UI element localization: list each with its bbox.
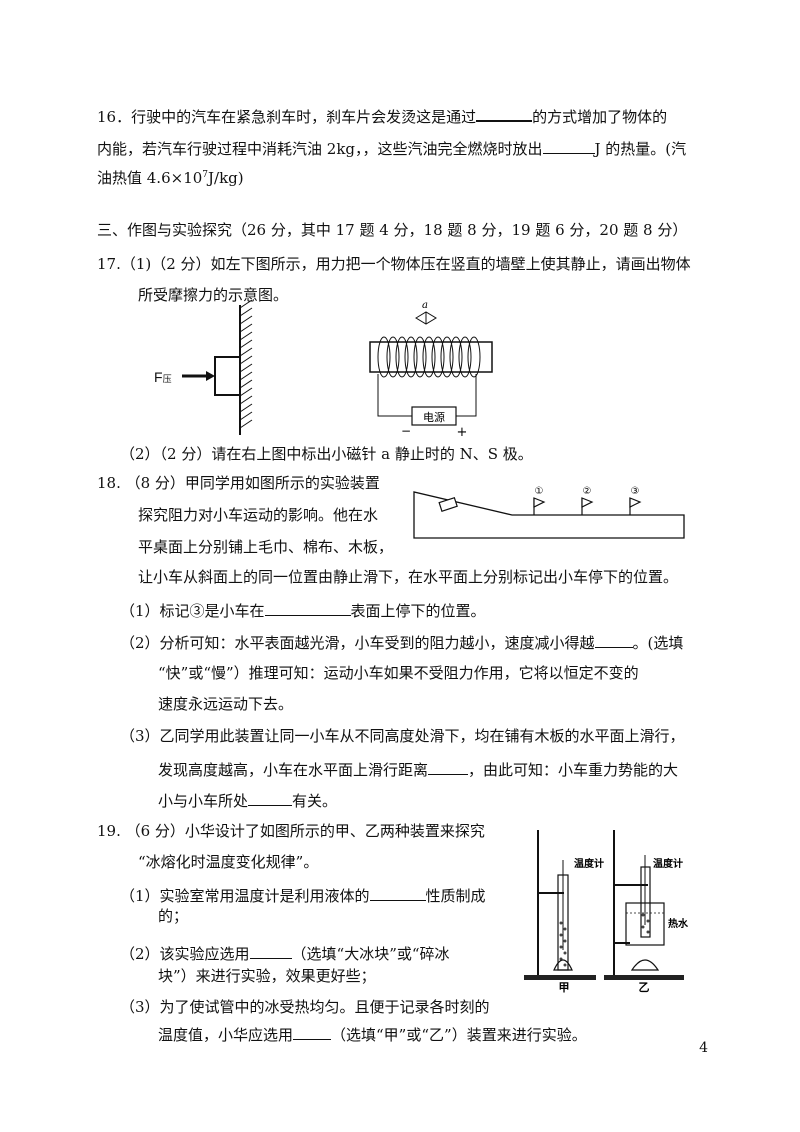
- q18-line2: 探究阻力对小车运动的影响。他在水: [138, 506, 379, 524]
- flag-label-3: ③: [631, 486, 640, 497]
- section-3-heading: 三、作图与实验探究（26 分，其中 17 题 4 分，18 题 8 分，19 题…: [97, 221, 688, 239]
- power-source-label: 电源: [423, 410, 445, 424]
- q19-part2-cont: 块”）来进行实验，效果更好些；: [158, 967, 376, 985]
- flag-label-2: ②: [583, 486, 592, 497]
- q17-line2: 所受摩擦力的示意图。: [138, 286, 289, 304]
- q18-line1: 18. （8 分）甲同学用如图所示的实验装置: [97, 474, 380, 492]
- solenoid-figure: a 电源 − +: [369, 300, 493, 438]
- q16-blank-2[interactable]: [542, 137, 595, 154]
- q18-blank-4[interactable]: [248, 789, 293, 806]
- minus-sign: −: [401, 424, 411, 438]
- flame-icon-a: [553, 959, 573, 971]
- force-label: F压: [154, 369, 172, 385]
- q18-blank-3[interactable]: [428, 758, 469, 775]
- q18-part2-cont2: 速度永远运动下去。: [158, 695, 294, 713]
- thermometer-label-b: 温度计: [653, 857, 683, 870]
- page-number: 4: [699, 1040, 708, 1056]
- q18-part2-cont: “快”或“慢”）推理可知：运动小车如果不受阻力作用，它将以恒定不变的: [158, 664, 639, 682]
- compass-needle-icon[interactable]: [415, 311, 437, 325]
- hot-water-label: 热水: [668, 917, 689, 930]
- ice-melting-apparatus-figure: 温度计 甲 温度计 热水 乙: [524, 830, 689, 994]
- cart: [438, 496, 458, 512]
- q16-text: 的方式增加了物体的: [532, 108, 668, 126]
- q16-text: 内能，若汽车行驶过程中消耗汽油 2kg，，这些汽油完全燃烧时放出: [97, 140, 543, 158]
- flame-icon-b: [630, 959, 660, 971]
- q16-text: J 的热量。(汽: [594, 140, 687, 158]
- ramp-figure: ① ② ③: [413, 486, 685, 539]
- q16-line2: 内能，若汽车行驶过程中消耗汽油 2kg，，这些汽油完全燃烧时放出 J 的热量。(汽: [97, 137, 686, 159]
- q17-line3: （2）（2 分）请在右上图中标出小磁针 a 静止时的 N、S 极。: [120, 445, 533, 463]
- q19-blank-3[interactable]: [293, 1023, 332, 1040]
- magnet-label: a: [422, 300, 428, 311]
- plus-sign: +: [457, 425, 468, 438]
- q19-blank-2[interactable]: [249, 942, 292, 959]
- q19-part3: （3）为了使试管中的冰受热均匀。且便于记录各时刻的: [120, 998, 490, 1016]
- thermometer-label-a: 温度计: [574, 857, 604, 870]
- q18-part1: （1）标记③是小车在表面上停下的位置。: [120, 599, 486, 621]
- block: [214, 356, 241, 396]
- q19-part1-cont: 的；: [158, 907, 189, 925]
- q16-line1: 16．行驶中的汽车在紧急刹车时，刹车片会发烫这是通过 的方式增加了物体的: [97, 104, 667, 127]
- label-jia: 甲: [559, 981, 570, 994]
- solenoid-core: [369, 341, 493, 373]
- q16-exponent: 7: [202, 170, 209, 180]
- q16-text: 油热值 4.6×10: [97, 169, 203, 187]
- q16-blank-1[interactable]: [476, 104, 533, 122]
- q18-part3: （3）乙同学用此装置让同一小车从不同高度处滑下，均在铺有木板的水平面上滑行，: [120, 727, 685, 745]
- q16-line3: 油热值 4.6×107J/kg): [97, 168, 244, 188]
- q19-part3-cont: 温度值，小华应选用（选填“甲”或“乙”）装置来进行实验。: [158, 1023, 587, 1045]
- q19-line1: 19. （6 分）小华设计了如图所示的甲、乙两种装置来探究: [97, 822, 485, 840]
- flag-label-1: ①: [535, 486, 544, 497]
- q18-blank-2[interactable]: [594, 631, 633, 648]
- q17-line1: 17.（1)（2 分）如左下图所示，用力把一个物体压在竖直的墙壁上使其静止，请画…: [97, 255, 691, 273]
- q19-line2: “冰熔化时温度变化规律”。: [138, 853, 319, 871]
- power-source-box: [411, 406, 457, 426]
- q18-blank-1[interactable]: [264, 599, 351, 616]
- q18-part3-cont: 发现高度越高，小车在水平面上滑行距离，由此可知：小车重力势能的大: [158, 758, 678, 780]
- q18-line3: 平桌面上分别铺上毛巾、棉布、木板，: [138, 538, 394, 556]
- label-yi: 乙: [639, 981, 650, 994]
- q18-part3-cont2: 小与小车所处有关。: [158, 789, 337, 811]
- q19-part1: （1）实验室常用温度计是利用液体的性质制成: [120, 884, 486, 906]
- wall-block-figure: [182, 300, 253, 435]
- q18-line4: 让小车从斜面上的同一位置由静止滑下，在水平面上分别标记出小车停下的位置。: [138, 568, 679, 586]
- q18-part2: （2）分析可知：水平表面越光滑，小车受到的阻力越小，速度减小得越。(选填: [120, 631, 683, 653]
- q16-text: J/kg): [208, 169, 244, 187]
- q19-blank-1[interactable]: [369, 884, 426, 901]
- q16-text: 16．行驶中的汽车在紧急刹车时，刹车片会发烫这是通过: [97, 108, 477, 126]
- q19-part2: （2）该实验应选用（选填“大冰块”或“碎冰: [120, 942, 450, 964]
